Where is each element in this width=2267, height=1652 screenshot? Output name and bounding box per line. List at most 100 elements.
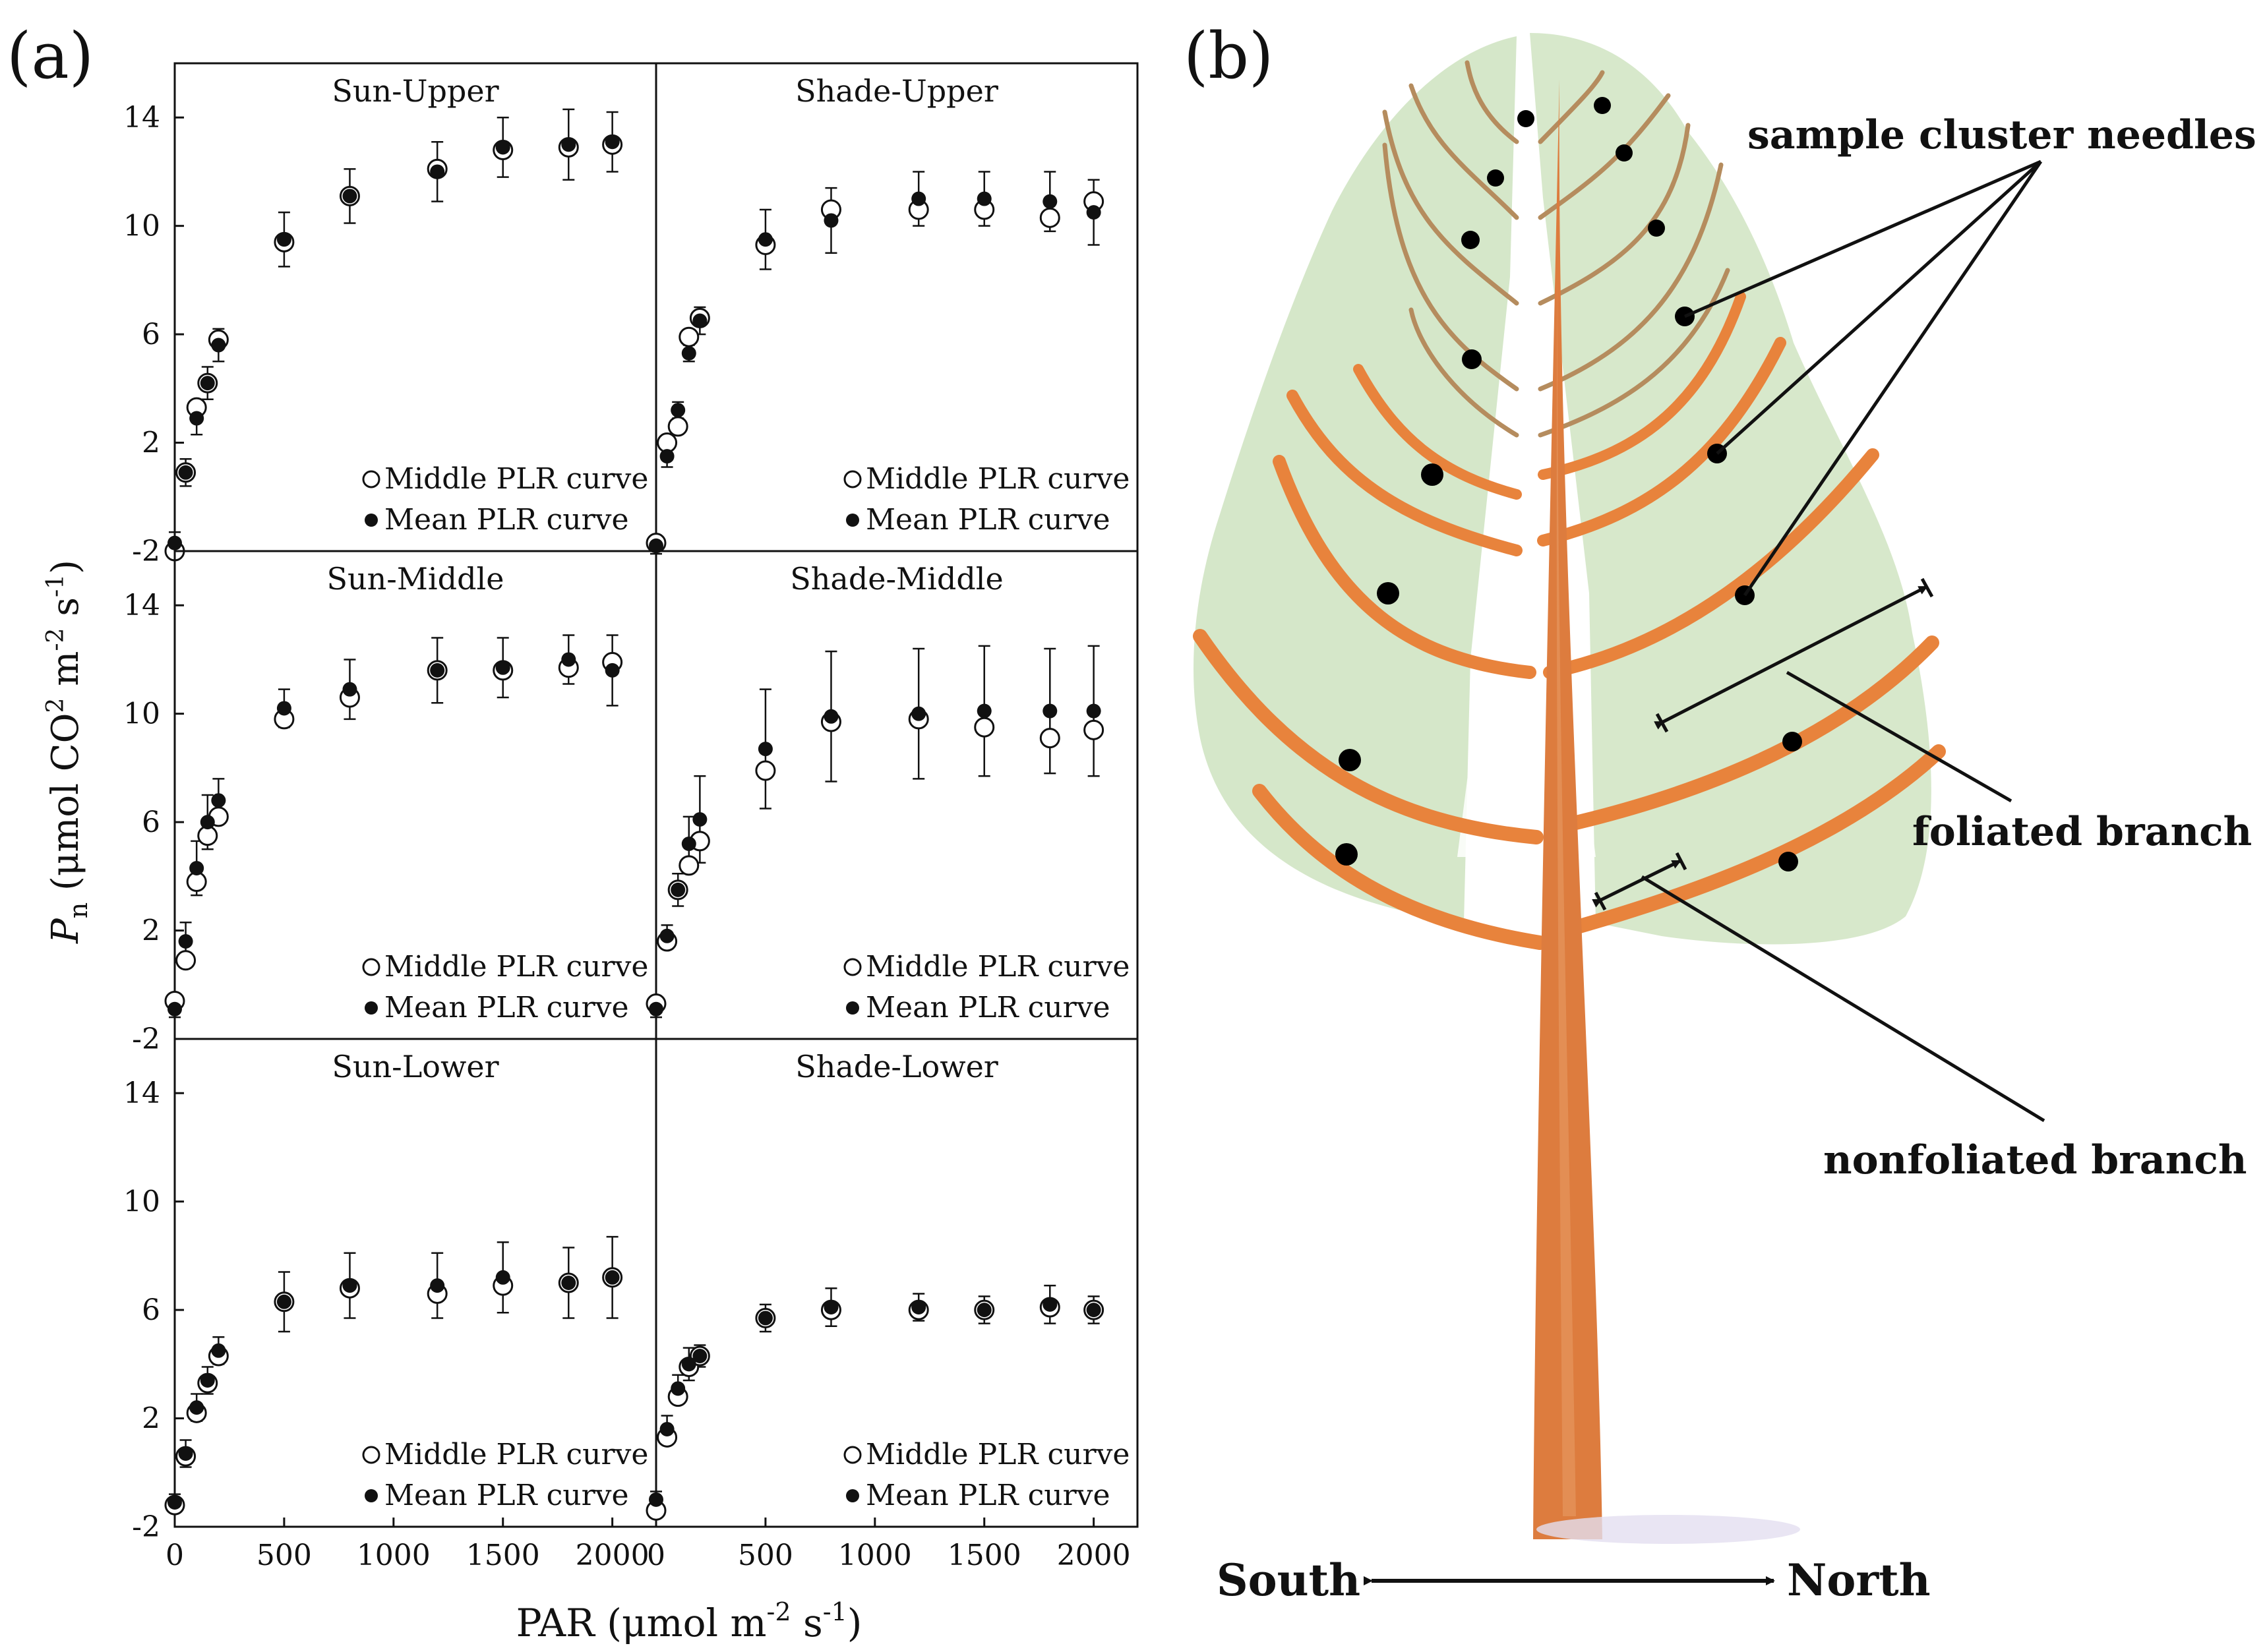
ylabel-close: ) bbox=[44, 560, 87, 574]
ylabel-sup-s: -1 bbox=[42, 574, 69, 597]
sample-dot bbox=[1594, 97, 1611, 114]
y-tick-label: 14 bbox=[123, 101, 160, 134]
mean-point bbox=[681, 837, 696, 851]
label-sample-cluster-needles: sample cluster needles bbox=[1747, 112, 2256, 158]
label-south: South bbox=[1217, 1554, 1360, 1606]
mean-point bbox=[211, 1343, 226, 1358]
sample-dot bbox=[1782, 732, 1802, 752]
legend-mean-label: Mean PLR curve bbox=[866, 991, 1110, 1024]
mean-point bbox=[605, 663, 620, 678]
mean-point bbox=[671, 403, 686, 418]
mean-point bbox=[1043, 703, 1058, 719]
mean-point bbox=[659, 1422, 675, 1436]
x-tick-label: 0 bbox=[647, 1539, 665, 1572]
legend-mean-marker bbox=[846, 514, 859, 527]
xlabel-sup-s: -1 bbox=[823, 1597, 847, 1626]
mean-point bbox=[167, 535, 182, 550]
mean-point bbox=[495, 1270, 510, 1285]
mean-point bbox=[649, 1001, 663, 1017]
mean-point bbox=[1086, 703, 1101, 719]
mean-point bbox=[977, 703, 992, 719]
y-tick-label: 14 bbox=[123, 589, 160, 622]
mean-point bbox=[495, 140, 510, 155]
sample-dot bbox=[1421, 463, 1443, 486]
panel-title: Shade-Middle bbox=[790, 561, 1003, 597]
sample-dot bbox=[1517, 110, 1534, 127]
legend-middle-label: Middle PLR curve bbox=[384, 950, 648, 984]
mean-point bbox=[911, 191, 926, 206]
y-tick-label: -2 bbox=[132, 535, 160, 568]
mean-point bbox=[276, 1294, 291, 1309]
ylabel-unit-b: m bbox=[44, 651, 87, 698]
legend-mean-marker bbox=[846, 1001, 859, 1015]
mean-point bbox=[671, 882, 686, 897]
y-tick-label: 6 bbox=[142, 806, 160, 839]
sample-dot bbox=[1616, 144, 1633, 162]
y-tick-label: 10 bbox=[123, 1185, 160, 1219]
legend-mean-marker bbox=[846, 1489, 859, 1502]
mean-point bbox=[692, 812, 708, 827]
legend-mean-label: Mean PLR curve bbox=[866, 1479, 1110, 1512]
panel-title: Sun-Upper bbox=[332, 73, 499, 109]
x-tick-label: 500 bbox=[257, 1539, 312, 1572]
mean-point bbox=[649, 1492, 663, 1507]
middle-point bbox=[679, 326, 700, 347]
sample-dot bbox=[1462, 349, 1482, 369]
x-tick-label: 1000 bbox=[838, 1539, 912, 1572]
mean-point bbox=[200, 815, 215, 830]
mean-point bbox=[211, 338, 226, 353]
label-nonfoliated-branch: nonfoliated branch bbox=[1823, 1137, 2247, 1183]
mean-point bbox=[681, 345, 696, 361]
mean-point bbox=[977, 191, 992, 206]
middle-point bbox=[1039, 728, 1060, 749]
mean-point bbox=[200, 1373, 215, 1388]
sample-dot bbox=[1461, 231, 1480, 249]
sample-dot bbox=[1335, 843, 1358, 866]
y-tick-label: 14 bbox=[123, 1077, 160, 1110]
mean-point bbox=[605, 134, 620, 150]
sample-dots bbox=[1335, 97, 1802, 871]
mean-point bbox=[561, 137, 576, 152]
mean-point bbox=[178, 934, 193, 949]
ylabel-sup-m: -2 bbox=[42, 628, 69, 651]
xlabel-sup-m: -2 bbox=[767, 1597, 791, 1626]
panel-title: Sun-Lower bbox=[332, 1049, 499, 1084]
ylabel-subscript: n bbox=[64, 902, 93, 918]
y-tick-label: 2 bbox=[142, 427, 160, 460]
mean-point bbox=[561, 652, 576, 667]
mean-point bbox=[200, 376, 215, 391]
ylabel-symbol: P bbox=[44, 918, 87, 944]
middle-point bbox=[679, 855, 700, 876]
x-tick-label: 1500 bbox=[948, 1539, 1021, 1572]
y-tick-label: -2 bbox=[132, 1022, 160, 1056]
legend-middle-label: Middle PLR curve bbox=[866, 462, 1130, 496]
sample-dot bbox=[1377, 582, 1399, 605]
middle-point bbox=[1039, 207, 1060, 228]
middle-point bbox=[667, 416, 688, 437]
x-tick-label: 1500 bbox=[466, 1539, 540, 1572]
y-tick-label: 6 bbox=[142, 318, 160, 351]
y-axis-label: Pn (μmol CO2 m-2 s-1) bbox=[42, 560, 93, 944]
mean-point bbox=[1086, 205, 1101, 220]
mean-point bbox=[659, 449, 675, 464]
mean-point bbox=[178, 1446, 193, 1461]
mean-point bbox=[342, 682, 357, 697]
mean-point bbox=[561, 1276, 576, 1290]
trunk bbox=[1533, 79, 1602, 1539]
x-tick-label: 2000 bbox=[576, 1539, 650, 1572]
legend-middle-marker bbox=[362, 958, 380, 976]
legend-middle-label: Middle PLR curve bbox=[384, 1438, 648, 1471]
x-tick-label: 500 bbox=[738, 1539, 793, 1572]
ylabel-unit-c: s bbox=[44, 597, 87, 628]
panel-title: Shade-Lower bbox=[795, 1049, 998, 1084]
middle-point bbox=[1083, 719, 1104, 740]
panel-label-b: (b) bbox=[1184, 19, 1273, 93]
mean-point bbox=[189, 1400, 204, 1415]
x-tick-label: 0 bbox=[166, 1539, 184, 1572]
mean-point bbox=[495, 660, 510, 675]
